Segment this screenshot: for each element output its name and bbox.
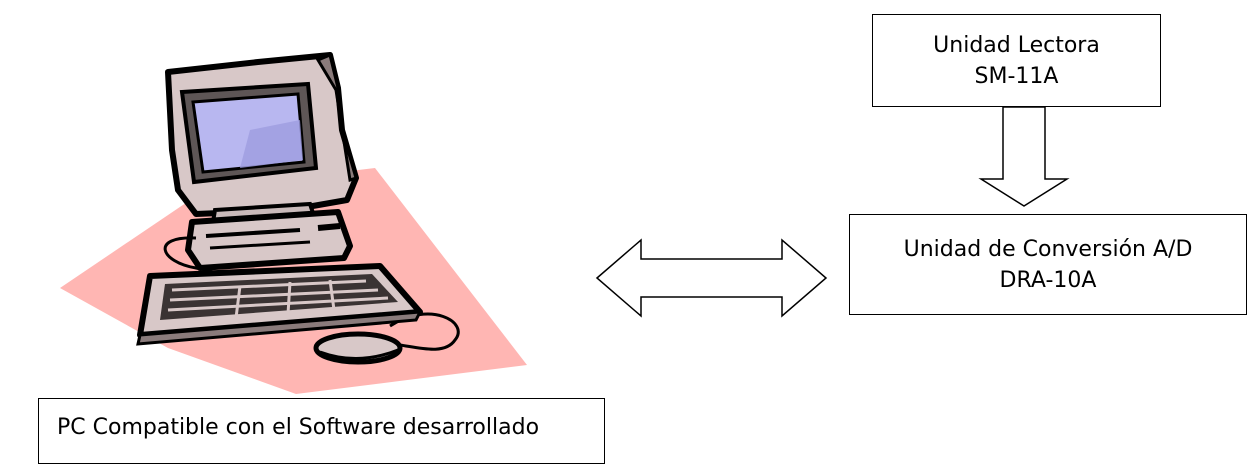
converter-unit-model: DRA-10A bbox=[999, 267, 1097, 293]
converter-unit-title: Unidad de Conversión A/D bbox=[903, 236, 1193, 262]
down-arrow bbox=[978, 106, 1070, 207]
pc-label-text: PC Compatible con el Software desarrolla… bbox=[57, 414, 540, 440]
converter-unit-box: Unidad de Conversión A/D DRA-10A bbox=[849, 214, 1247, 315]
double-arrow bbox=[595, 238, 828, 318]
reader-unit-title: Unidad Lectora bbox=[933, 32, 1100, 58]
reader-unit-model: SM-11A bbox=[974, 63, 1059, 89]
pc-label-box: PC Compatible con el Software desarrolla… bbox=[38, 398, 605, 464]
cpu-case bbox=[185, 209, 353, 271]
computer-illustration bbox=[60, 52, 527, 394]
reader-unit-box: Unidad Lectora SM-11A bbox=[872, 14, 1161, 107]
